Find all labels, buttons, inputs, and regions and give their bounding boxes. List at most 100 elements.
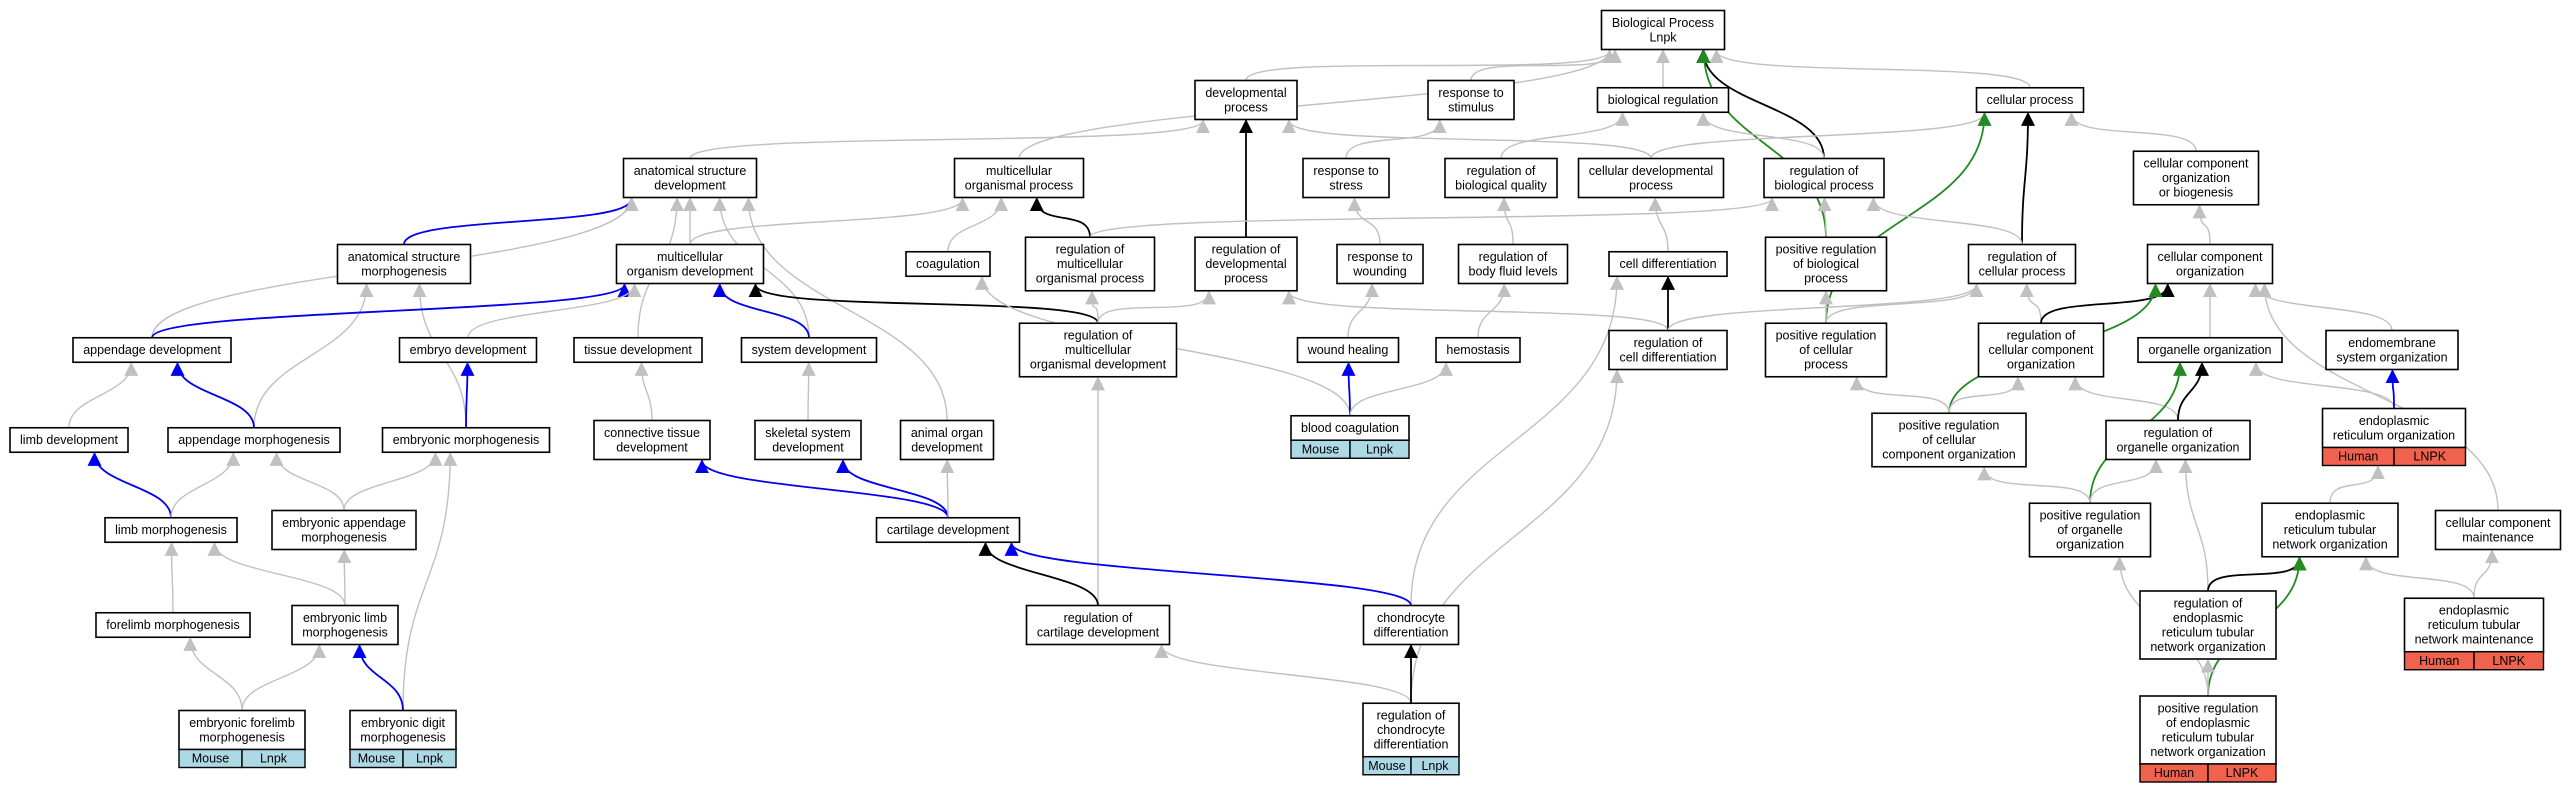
node-label: regulation of [2144,426,2213,440]
go-term-node[interactable]: embryonic morphogenesis [381,426,551,454]
node-box [1457,243,1569,285]
edge-blue [836,459,949,518]
node-box [2325,329,2459,371]
go-term-node[interactable]: cellular process [1975,86,2085,114]
node-label: response to [1313,164,1378,178]
node-box [2146,243,2274,285]
go-term-node[interactable]: cartilage development [875,516,1021,544]
go-term-node[interactable]: regulation ofchondrocytedifferentiationM… [1362,702,1460,776]
edge-black [2020,111,2035,245]
node-label: network organization [2150,745,2265,759]
go-term-node[interactable]: wound healing [1296,336,1400,364]
node-label: endoplasmic [2359,414,2429,428]
go-term-node[interactable]: system development [740,336,878,364]
species-tag: Lnpk [241,748,306,769]
edge-gray [801,361,816,421]
edge-gray [1667,283,1984,331]
go-term-node[interactable]: coagulation [905,250,991,278]
go-term-node[interactable]: organelle organization [2137,336,2283,364]
edge-gray [2089,459,2163,504]
tag-cell [1410,756,1460,776]
node-label: development [654,178,726,192]
edge-blue [712,283,810,338]
go-term-node[interactable]: limb development [9,426,129,454]
edge-gray [689,119,1210,159]
go-term-node[interactable]: forelimb morphogenesis [95,611,251,639]
edge-gray [68,361,139,428]
edge-gray [2019,283,2042,324]
tag-label: Human [2154,766,2194,780]
edge-blue [403,197,639,245]
node-label: of cellular [1922,433,1976,447]
go-term-node[interactable]: limb morphogenesis [104,516,238,544]
node-box [905,250,991,278]
node-label: appendage morphogenesis [178,433,330,447]
node-box [1296,336,1400,364]
edge-gray [2249,361,2395,409]
node-label: system organization [2336,350,2447,364]
go-term-node[interactable]: hemostasis [1435,336,1521,364]
node-box [381,426,551,454]
node-box [754,419,862,461]
edge-blue [170,361,255,428]
node-box [1967,243,2077,285]
go-term-node[interactable]: appendage morphogenesis [167,426,341,454]
go-term-node[interactable]: appendage development [72,336,232,364]
species-tag: Human [2403,651,2475,671]
go-term-node[interactable]: tissue development [573,336,703,364]
node-label: stimulus [1448,100,1494,114]
node-label: morphogenesis [199,730,284,744]
go-term-node[interactable]: embryo development [398,336,538,364]
go-term-node[interactable]: cell differentiation [1608,250,1728,278]
go-term-node[interactable]: biological regulation [1596,86,1730,114]
node-label: regulation of [1790,164,1859,178]
node-label: positive regulation [2040,509,2141,523]
node-label: embryonic forelimb [189,716,295,730]
node-label: reticulum tubular [2284,523,2376,537]
